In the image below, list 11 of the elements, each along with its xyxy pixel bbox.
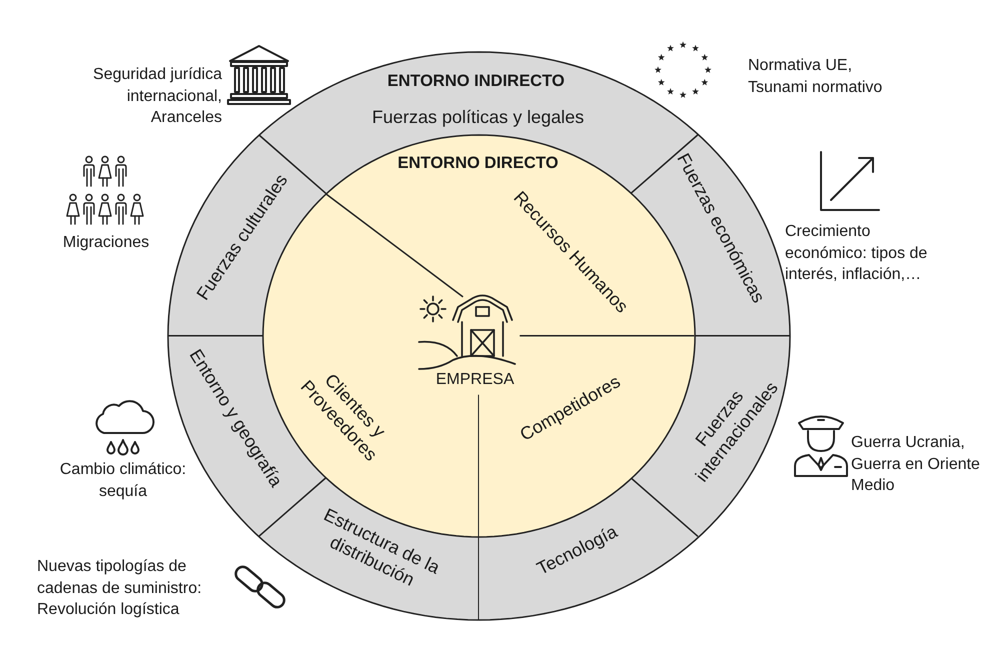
- heading-text: ENTORNO DIRECTO: [398, 153, 558, 174]
- company-label: EMPRESA: [436, 369, 514, 391]
- annotation-text: Guerra Ucrania, Guerra en Oriente Medio: [851, 433, 981, 496]
- segment-label: Fuerzas políticas y legales: [372, 106, 584, 128]
- annotation-text: Seguridad jurídica internacional, Aranceles: [92, 65, 222, 128]
- annotation-text: Normativa UE, Tsunami normativo: [748, 56, 884, 98]
- annotation-text: Crecimiento económico: tipos de interés, inflación,…: [785, 222, 928, 285]
- heading-text: ENTORNO INDIRECTO: [387, 71, 565, 92]
- annotation-text: Cambio climático: sequía: [58, 460, 188, 502]
- annotation-text: Nuevas tipologías de cadenas de suministro: Revolución logística: [37, 557, 203, 620]
- annotation-text: Migraciones: [62, 233, 150, 253]
